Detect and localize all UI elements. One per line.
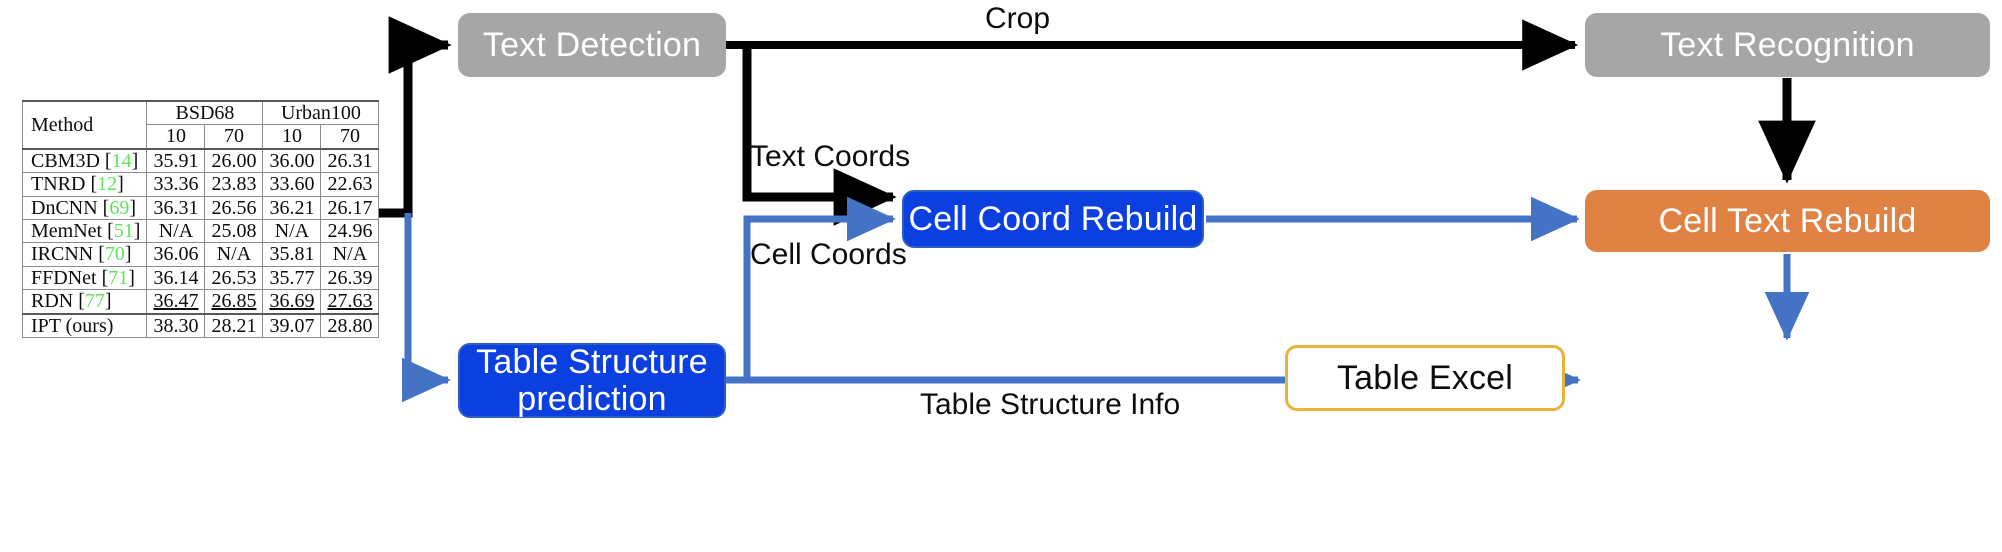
citation-ref: 69 [109, 196, 130, 219]
cell-value: N/A [146, 218, 206, 244]
cell-value: 35.77 [262, 265, 322, 291]
cell-method: CBM3D [14] [21, 147, 148, 174]
header-bsd68-10: 10 [146, 124, 206, 150]
edge-table-to-table-structure [401, 213, 451, 403]
cell-method: RDN [77] [21, 289, 148, 315]
cell-value: 27.63 [320, 289, 380, 315]
cell-method: DnCNN [69] [21, 195, 148, 220]
cell-value: 36.21 [262, 195, 322, 220]
cell-method: IPT (ours) [21, 312, 148, 338]
edge-label-crop: Crop [985, 2, 1051, 35]
cell-value: 26.39 [320, 265, 380, 291]
cell-value: 26.17 [320, 195, 380, 220]
edge-label-cell-coords: Cell Coords [750, 238, 907, 271]
node-text-recognition[interactable]: Text Recognition [1585, 13, 1990, 77]
edge-text-detection-to-cell-coord [742, 48, 897, 226]
cell-value: 36.47 [146, 289, 206, 315]
cell-value: 36.14 [146, 265, 206, 291]
cell-value: 35.81 [262, 242, 322, 267]
node-table-excel[interactable]: Table Excel [1285, 345, 1565, 411]
citation-ref: 77 [84, 290, 105, 313]
citation-ref: 71 [108, 266, 129, 289]
cell-value: 36.06 [146, 242, 206, 267]
cell-value: 39.07 [262, 312, 322, 338]
cell-value: N/A [262, 218, 322, 244]
header-bsd68-70: 70 [204, 124, 264, 150]
cell-method: IRCNN [70] [21, 242, 148, 267]
header-bsd68: BSD68 [146, 100, 264, 126]
cell-value: 33.36 [146, 172, 206, 197]
results-table: Method BSD68 Urban100 10 70 10 70 CBM3D … [21, 100, 380, 338]
node-cell-text-rebuild[interactable]: Cell Text Rebuild [1585, 190, 1990, 252]
cell-value: 26.53 [204, 265, 264, 291]
cell-value: 36.31 [146, 195, 206, 220]
node-text-detection[interactable]: Text Detection [458, 13, 726, 77]
cell-value: 26.31 [320, 147, 380, 174]
cell-value: 28.21 [204, 312, 264, 338]
citation-ref: 51 [113, 219, 134, 242]
cell-method: FFDNet [71] [21, 265, 148, 291]
node-table-structure-prediction[interactable]: Table Structure prediction [458, 343, 726, 418]
citation-ref: 12 [97, 173, 118, 196]
cell-value: 26.85 [204, 289, 264, 315]
cell-value: 24.96 [320, 218, 380, 244]
cell-value: 38.30 [146, 312, 206, 338]
cell-value: 22.63 [320, 172, 380, 197]
cell-value: 36.00 [262, 147, 322, 174]
cell-value: 26.56 [204, 195, 264, 220]
cell-value: N/A [204, 242, 264, 267]
edge-label-text-coords: Text Coords [750, 140, 911, 173]
node-table-structure-line1: Table Structure [476, 342, 708, 381]
table-header-row-groups: Method BSD68 Urban100 [21, 100, 380, 150]
edge-table-to-text-detection [372, 16, 452, 218]
cell-value: 25.08 [204, 218, 264, 244]
cell-value: 28.80 [320, 312, 380, 338]
header-urban100-10: 10 [262, 124, 322, 150]
table-header-row-sigma: 10 70 10 70 [23, 124, 380, 150]
citation-ref: 70 [104, 243, 125, 266]
cell-value: 23.83 [204, 172, 264, 197]
header-urban100-70: 70 [320, 124, 380, 150]
cell-method: TNRD [12] [21, 172, 148, 197]
cell-method: MemNet [51] [21, 218, 148, 244]
header-urban100: Urban100 [262, 100, 380, 126]
node-cell-coord-rebuild[interactable]: Cell Coord Rebuild [902, 190, 1204, 248]
cell-value: N/A [320, 242, 380, 267]
citation-ref: 14 [111, 149, 132, 172]
node-table-structure-line2: prediction [517, 379, 667, 418]
cell-value: 33.60 [262, 172, 322, 197]
cell-value: 26.00 [204, 147, 264, 174]
header-method: Method [21, 100, 148, 150]
cell-value: 36.69 [262, 289, 322, 315]
cell-value: 35.91 [146, 147, 206, 174]
edge-label-table-structure-info: Table Structure Info [920, 388, 1181, 421]
